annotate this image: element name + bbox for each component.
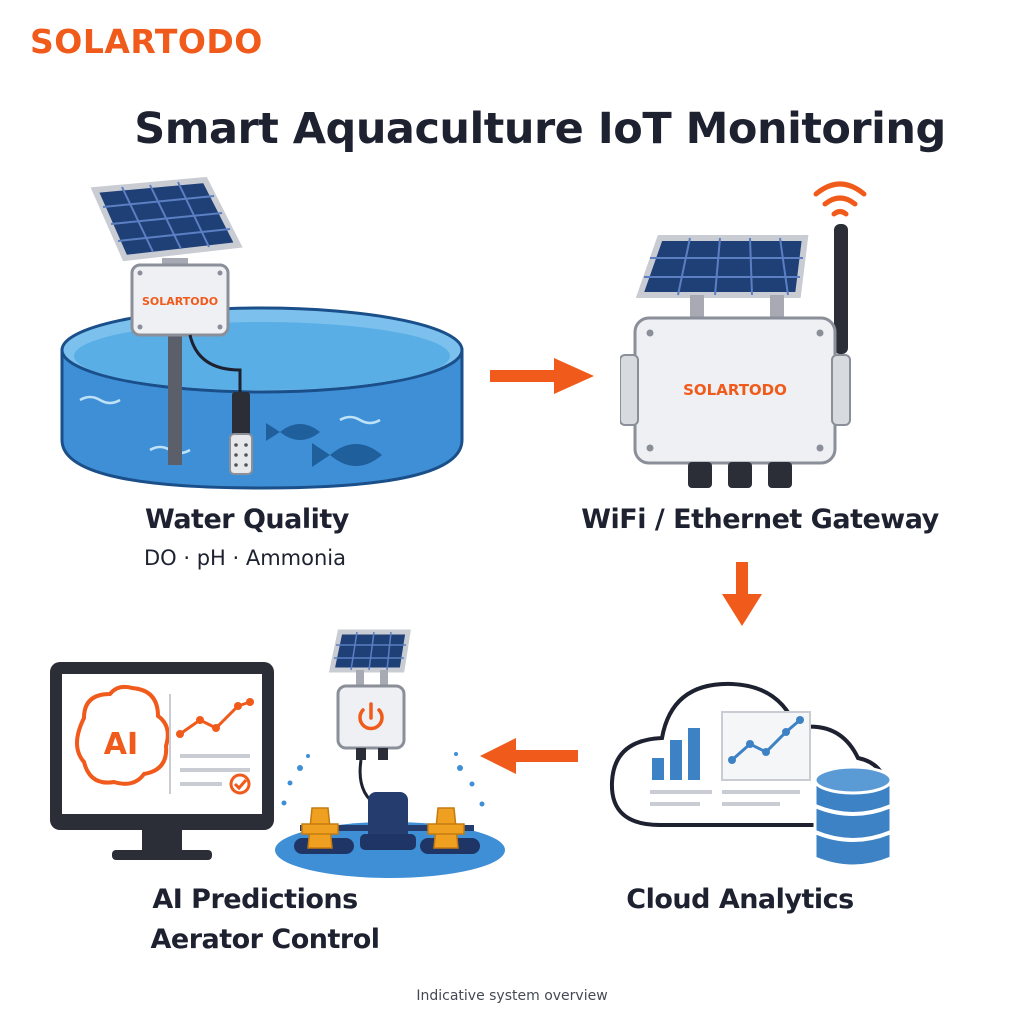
line-chart-icon [721, 711, 811, 781]
water-probe-icon [229, 392, 253, 475]
control-label-line2: Aerator Control [150, 924, 380, 955]
brand-logo: SOLARTODO [30, 22, 263, 61]
sensor-label: Water Quality [145, 504, 349, 535]
cloud-label: Cloud Analytics [626, 884, 854, 915]
arrow-left-icon [480, 738, 578, 774]
solar-panel-icon [328, 629, 411, 688]
fish-icon [266, 423, 382, 467]
monitor-illustration: AI [50, 662, 274, 860]
gateway-device-brand: SOLARTODO [683, 381, 787, 399]
cloud-analytics-illustration [609, 681, 893, 868]
cable-gland-icon [688, 462, 792, 488]
sensor-enclosure: SOLARTODO [130, 263, 230, 337]
gateway-enclosure: SOLARTODO [620, 316, 851, 465]
sensor-sublabel: DO · pH · Ammonia [143, 546, 346, 570]
gateway-illustration: SOLARTODO [620, 181, 867, 488]
aerator-controller [336, 684, 406, 760]
control-label-line1: AI Predictions [152, 884, 358, 915]
antenna-icon [834, 224, 848, 354]
database-icon [813, 765, 893, 868]
aerator-illustration [275, 629, 505, 878]
page-title: Smart Aquaculture IoT Monitoring [134, 104, 946, 154]
solar-panel-icon [635, 235, 809, 319]
solar-panel-icon [90, 176, 243, 270]
arrow-down-icon [722, 562, 762, 626]
probe-cable [188, 334, 242, 395]
check-circle-icon [229, 773, 251, 795]
pond-sensor-illustration: SOLARTODO [60, 176, 464, 490]
ai-brain-icon: AI [75, 684, 170, 786]
paddlewheel-aerator-icon [294, 792, 480, 854]
bar-chart-icon [652, 728, 700, 780]
mounting-pole [168, 310, 182, 465]
water-splash-icon [281, 752, 485, 807]
sensor-device-brand: SOLARTODO [142, 295, 218, 308]
power-icon [358, 702, 384, 731]
fish-pond [60, 306, 464, 490]
trend-chart-icon [176, 698, 254, 738]
arrow-right-icon [490, 358, 594, 394]
footer-caption: Indicative system overview [416, 988, 608, 1004]
wifi-signal-icon [813, 181, 867, 217]
gateway-label: WiFi / Ethernet Gateway [581, 504, 939, 535]
monitor-icon [50, 662, 274, 860]
ai-screen-text: AI [104, 727, 138, 762]
